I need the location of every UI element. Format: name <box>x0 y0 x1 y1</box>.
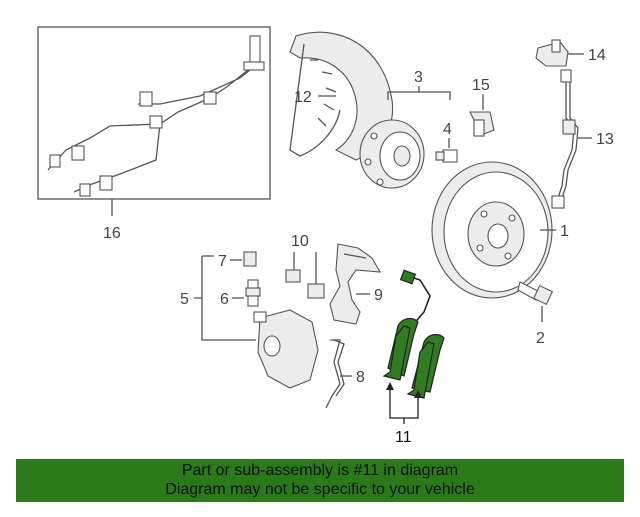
part-3-wheel-hub <box>359 119 425 189</box>
part-1-brake-rotor <box>431 161 553 299</box>
callout-16: 16 <box>103 225 121 242</box>
callout-5: 5 <box>180 291 189 308</box>
part-4-bolt <box>435 149 458 163</box>
callout-3-bracket <box>387 91 451 100</box>
callout-9: 9 <box>374 287 383 304</box>
part-13-brake-hose <box>551 69 579 209</box>
callout-10-leader <box>293 252 317 286</box>
arrow-up-icon <box>414 390 422 398</box>
callout-4: 4 <box>443 121 452 138</box>
callout-3: 3 <box>414 69 423 86</box>
part-15-sensor <box>469 111 495 137</box>
part-10-guide-pins <box>285 269 325 299</box>
part-7-cap <box>243 251 257 267</box>
callout-11: 11 <box>395 429 412 446</box>
banner-line-2: Diagram may not be specific to your vehi… <box>165 481 475 498</box>
callout-11-bracket <box>389 386 419 424</box>
callout-1: 1 <box>560 223 569 240</box>
part-2-bolt <box>517 281 554 306</box>
callout-15: 15 <box>472 77 490 94</box>
part-11-brake-pads <box>382 269 445 399</box>
banner-line-1: Part or sub-assembly is #11 in diagram <box>181 462 459 479</box>
part-16-wire-harness <box>37 26 271 216</box>
callout-7: 7 <box>218 253 227 270</box>
callout-8: 8 <box>356 369 365 386</box>
arrow-up-icon <box>386 382 394 390</box>
part-9-caliper-carrier <box>329 243 381 325</box>
part-8-spring-clip <box>325 339 345 409</box>
callout-2: 2 <box>536 330 545 347</box>
callout-14: 14 <box>588 47 606 64</box>
callout-10: 10 <box>291 233 309 250</box>
part-14-bracket <box>535 39 569 67</box>
callout-12: 12 <box>294 89 312 106</box>
part-6-bleeder <box>245 279 261 307</box>
part-5-caliper <box>253 309 319 389</box>
info-banner: Part or sub-assembly is #11 in diagram D… <box>16 459 624 502</box>
callout-5-bracket <box>194 255 256 341</box>
part-12-splash-shield <box>289 31 394 161</box>
callout-13: 13 <box>596 131 614 148</box>
callout-6: 6 <box>220 291 229 308</box>
